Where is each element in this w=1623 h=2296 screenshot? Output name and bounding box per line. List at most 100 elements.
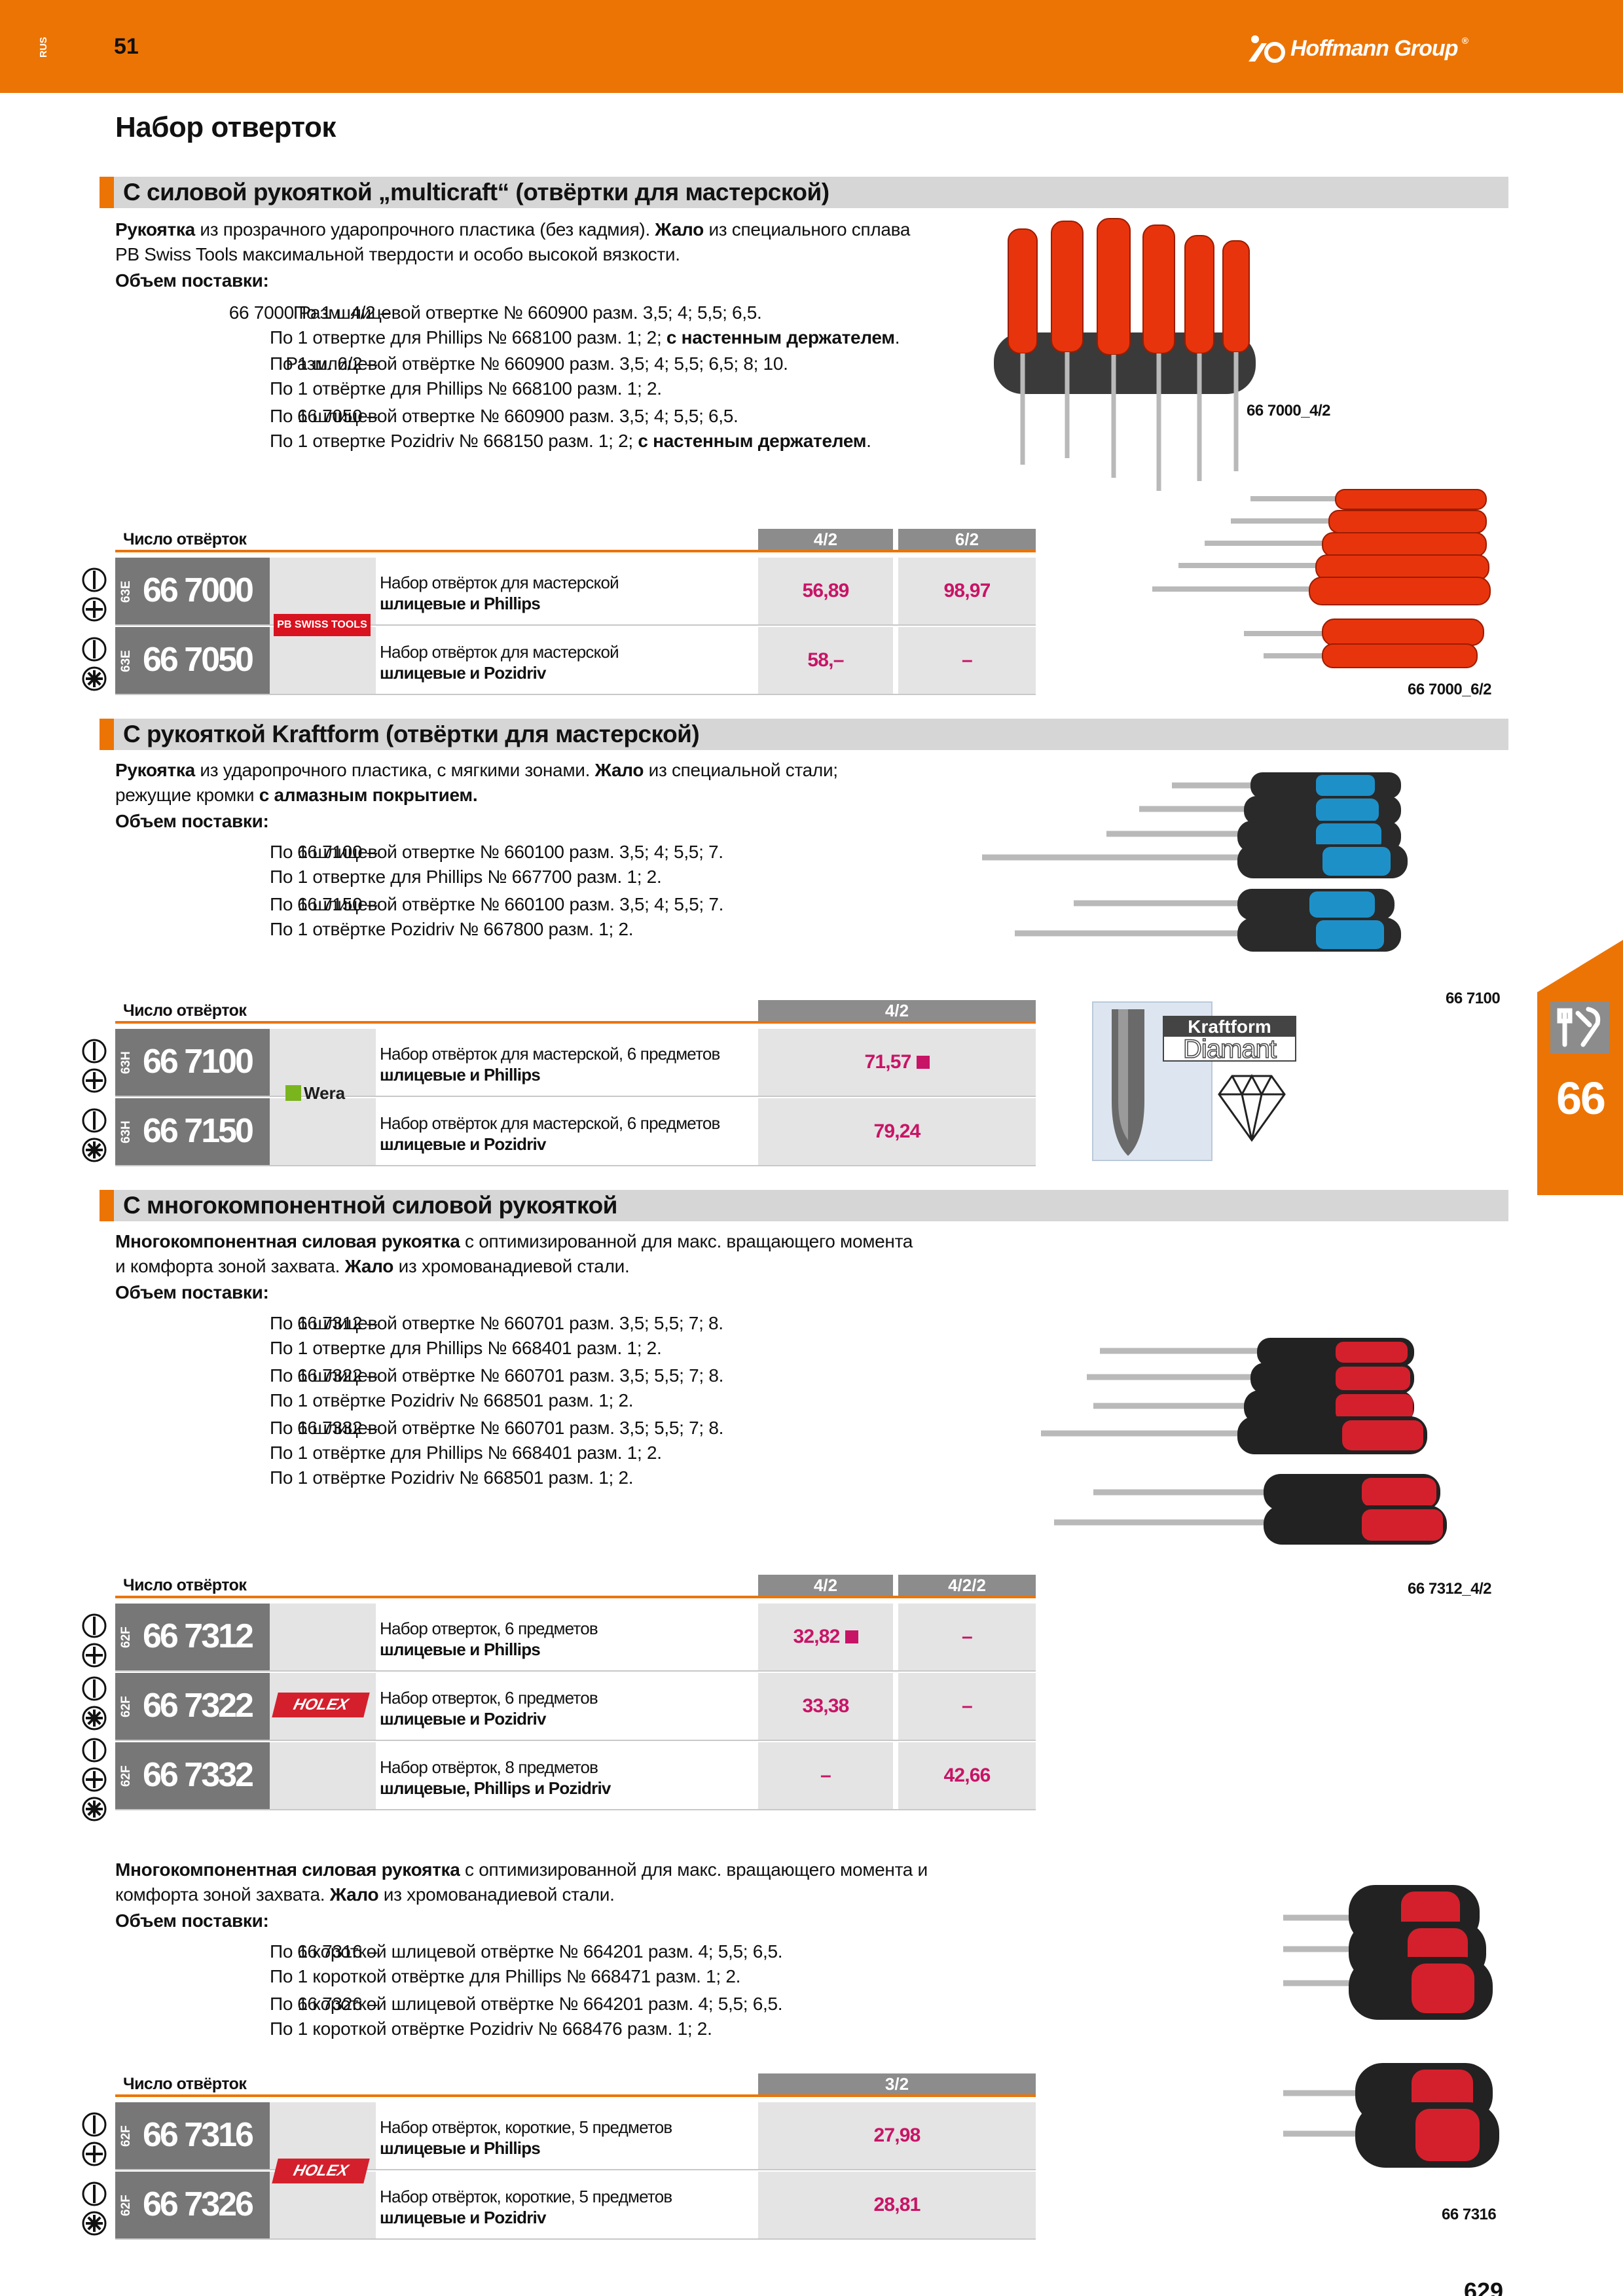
product-image-667312 bbox=[1041, 1338, 1447, 1545]
s2-row2-drive-icons bbox=[81, 1107, 115, 1166]
s1-supply-line6: По 1 отвертке Pozidriv № 668150 разм. 1;… bbox=[270, 431, 871, 451]
brand-logo: Hoffmann Group® bbox=[1247, 31, 1468, 65]
section-page-number: 51 bbox=[114, 34, 139, 59]
price-cell: 71,57 bbox=[758, 1029, 1036, 1096]
s4-table-header: Число отвёрток 3/2 bbox=[115, 2073, 1036, 2097]
s1-supply-line2: По 1 отвертке для Phillips № 668100 разм… bbox=[270, 327, 900, 348]
price-cell: – bbox=[898, 1673, 1036, 1740]
s4-column-label: Число отвёрток bbox=[123, 2075, 247, 2093]
s2-table-header: Число отвёрток 4/2 bbox=[115, 1000, 1036, 1024]
s3-supply-line7: По 1 отвёртке Pozidriv № 668501 разм. 1;… bbox=[270, 1467, 634, 1488]
category-code: 62F bbox=[119, 2195, 133, 2217]
price-cell: – bbox=[758, 1742, 893, 1809]
category-code: 63H bbox=[119, 1051, 133, 1075]
brand-name: Hoffmann Group bbox=[1290, 35, 1458, 61]
s2-column-4-2: 4/2 bbox=[758, 1000, 1036, 1021]
s2-supply-line3: 66 7150 –По 1 шлицевой отвёртке № 660100… bbox=[270, 894, 724, 914]
price-cell: 42,66 bbox=[898, 1742, 1036, 1809]
product-image-667000-6-2 bbox=[1152, 489, 1491, 668]
phillips-icon bbox=[81, 1067, 107, 1094]
s3-table-header: Число отвёрток 4/2 4/2/2 bbox=[115, 1575, 1036, 1598]
article-number: 66 7000 bbox=[143, 571, 254, 609]
s3-description-line1: Многокомпонентная силовая рукоятка с опт… bbox=[115, 1231, 913, 1251]
article-number: 66 7322 bbox=[143, 1687, 254, 1725]
s1-supply-line3: Разм. 6/2 –По 1 шлицевой отвёртке № 6609… bbox=[270, 353, 788, 374]
s4-supply-line2: По 1 короткой отвёртке для Phillips № 66… bbox=[270, 1966, 741, 1986]
product-description: Набор отвёрток для мастерской, 6 предмет… bbox=[380, 1113, 720, 1154]
s1-supply-line4: По 1 отвёртке для Phillips № 668100 разм… bbox=[270, 378, 662, 399]
chapter-side-tab[interactable] bbox=[1537, 940, 1623, 1195]
s1-row2-drive-icons bbox=[81, 636, 115, 695]
holex-logo: HOLEX bbox=[272, 2159, 370, 2183]
s1-supply-heading: Объем поставки: bbox=[115, 270, 269, 291]
new-price-marker bbox=[916, 1056, 930, 1069]
category-code: 63E bbox=[119, 581, 133, 603]
s2-column-label: Число отвёрток bbox=[123, 1001, 247, 1020]
slotted-icon bbox=[81, 1038, 107, 1064]
article-number: 66 7312 bbox=[143, 1617, 254, 1655]
section-heading-multicraft: С силовой рукояткой „multicraft“ (отвёрт… bbox=[100, 177, 1508, 208]
phillips-icon bbox=[81, 1767, 107, 1793]
price-cell: 32,82 bbox=[758, 1604, 893, 1670]
s1-table-header: Число отвёрток 4/2 6/2 bbox=[115, 529, 1036, 552]
s3-row1-drive-icons bbox=[81, 1613, 115, 1672]
s3-row2-drive-icons bbox=[81, 1676, 115, 1734]
wera-logo-mark bbox=[285, 1085, 301, 1101]
screwdriver-tip-icon bbox=[1112, 1009, 1144, 1156]
phillips-icon bbox=[81, 2141, 107, 2167]
product-image-667000-4-2 bbox=[994, 218, 1256, 491]
s3-column-4-2: 4/2 bbox=[758, 1575, 893, 1596]
image-caption-667100: 66 7100 bbox=[1446, 990, 1501, 1007]
chapter-number: 66 bbox=[1556, 1073, 1606, 1124]
header-bar bbox=[0, 0, 1623, 93]
pozidriv-icon bbox=[81, 1137, 107, 1163]
category-code: 62F bbox=[119, 1696, 133, 1718]
s3-supply-heading: Объем поставки: bbox=[115, 1282, 269, 1302]
article-number: 66 7316 bbox=[143, 2116, 254, 2154]
s1-description-line2: PB Swiss Tools максимальной твердости и … bbox=[115, 244, 680, 264]
s2-supply-line1: 66 7100 –По 1 шлицевой отвертке № 660100… bbox=[270, 842, 723, 862]
s1-description-line1: Рукоятка из прозрачного ударопрочного пл… bbox=[115, 219, 911, 240]
price-cell: – bbox=[898, 1604, 1036, 1670]
s4-description-line2: комфорта зоной захвата. Жало из хромован… bbox=[115, 1884, 615, 1905]
slotted-icon bbox=[81, 1737, 107, 1763]
wera-logo: Wera bbox=[285, 1083, 345, 1103]
s4-supply-heading: Объем поставки: bbox=[115, 1910, 269, 1931]
table-row[interactable]: 63E 66 7000 Набор отвёрток для мастерской… bbox=[115, 558, 1036, 626]
pozidriv-icon bbox=[81, 1705, 107, 1731]
category-code: 63E bbox=[119, 650, 133, 672]
slotted-icon bbox=[81, 2181, 107, 2207]
product-description: Набор отвёрток для мастерской, 6 предмет… bbox=[380, 1044, 720, 1085]
s1-column-6-2: 6/2 bbox=[898, 529, 1036, 550]
article-number: 66 7150 bbox=[143, 1112, 254, 1150]
s4-row2-drive-icons bbox=[81, 2181, 115, 2240]
slotted-icon bbox=[81, 1107, 107, 1134]
s3-supply-line6: По 1 отвёртке для Phillips № 668401 разм… bbox=[270, 1443, 662, 1463]
s4-supply-line3: 66 7326 –По 1 короткой шлицевой отвёртке… bbox=[270, 1994, 783, 2014]
article-number: 66 7326 bbox=[143, 2185, 254, 2223]
s1-column-label: Число отвёрток bbox=[123, 530, 247, 548]
s4-description-line1: Многокомпонентная силовая рукоятка с опт… bbox=[115, 1859, 928, 1880]
pozidriv-icon bbox=[81, 1796, 107, 1822]
s2-description-line2: режущие кромки с алмазным покрытием. bbox=[115, 785, 478, 805]
s3-column-label: Число отвёрток bbox=[123, 1576, 247, 1594]
s3-supply-line4: По 1 отвёртке Pozidriv № 668501 разм. 1;… bbox=[270, 1390, 634, 1410]
s1-column-4-2: 4/2 bbox=[758, 529, 893, 550]
section-heading-multicomponent: С многокомпонентной силовой рукояткой bbox=[100, 1190, 1508, 1221]
s2-supply-line4: По 1 отвёртке Pozidriv № 667800 разм. 1;… bbox=[270, 919, 634, 939]
price-cell: 98,97 bbox=[898, 558, 1036, 624]
kraftform-label: Kraftform bbox=[1164, 1017, 1295, 1037]
language-code: RUS bbox=[38, 37, 49, 58]
image-caption-667000-4-2: 66 7000_4/2 bbox=[1247, 402, 1330, 420]
price-cell: 28,81 bbox=[758, 2172, 1036, 2238]
